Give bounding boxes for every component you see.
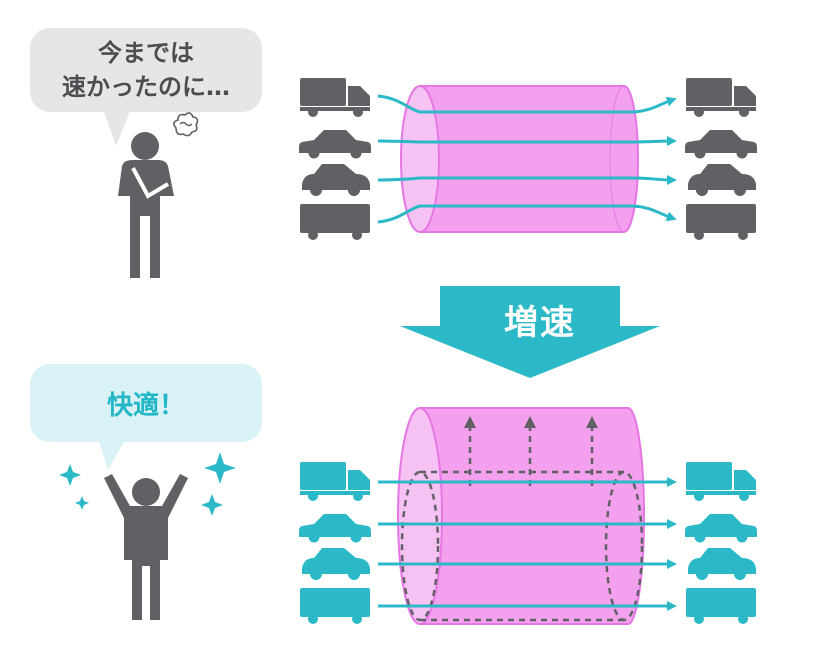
bottom-vehicles-in bbox=[299, 462, 371, 624]
compact-car-icon bbox=[688, 164, 756, 196]
sedan-icon bbox=[685, 130, 757, 159]
bottom-pipe bbox=[397, 407, 645, 625]
truck-icon bbox=[300, 462, 370, 501]
bottom-flow-arrows bbox=[378, 477, 677, 611]
sedan-icon bbox=[299, 514, 371, 543]
top-pipe bbox=[400, 85, 639, 233]
sparkle-icons bbox=[59, 452, 236, 516]
van-icon bbox=[686, 588, 756, 624]
bottom-vehicles-out bbox=[685, 462, 757, 624]
compact-car-icon bbox=[302, 164, 370, 196]
complaint-line-1: 今までは bbox=[98, 39, 194, 67]
previous-pipe-outline bbox=[400, 470, 644, 622]
sedan-icon bbox=[299, 130, 371, 159]
compact-car-icon bbox=[688, 548, 756, 580]
top-flow-arrows bbox=[377, 94, 677, 224]
truck-icon bbox=[686, 78, 756, 117]
speech-bubble-comfortable: 快適！ bbox=[30, 364, 262, 442]
speech-bubble-complaint: 今までは 速かったのに… bbox=[30, 28, 262, 112]
sedan-icon bbox=[685, 514, 757, 543]
truck-icon bbox=[300, 78, 370, 117]
bubble-top-tail bbox=[102, 106, 132, 146]
comfortable-text: 快適！ bbox=[106, 390, 185, 421]
complaint-line-2: 速かったのに… bbox=[62, 73, 230, 101]
speed-up-label: 増速 bbox=[504, 303, 576, 343]
van-icon bbox=[300, 588, 370, 624]
happy-person-icon bbox=[104, 474, 188, 620]
van-icon bbox=[300, 204, 370, 240]
top-vehicles-in bbox=[299, 78, 371, 240]
van-icon bbox=[686, 204, 756, 240]
truck-icon bbox=[686, 462, 756, 501]
top-vehicles-out bbox=[685, 78, 757, 240]
speed-up-arrow bbox=[400, 286, 660, 378]
worried-person-icon bbox=[118, 112, 199, 278]
compact-car-icon bbox=[302, 548, 370, 580]
bubble-bottom-tail bbox=[98, 438, 126, 470]
